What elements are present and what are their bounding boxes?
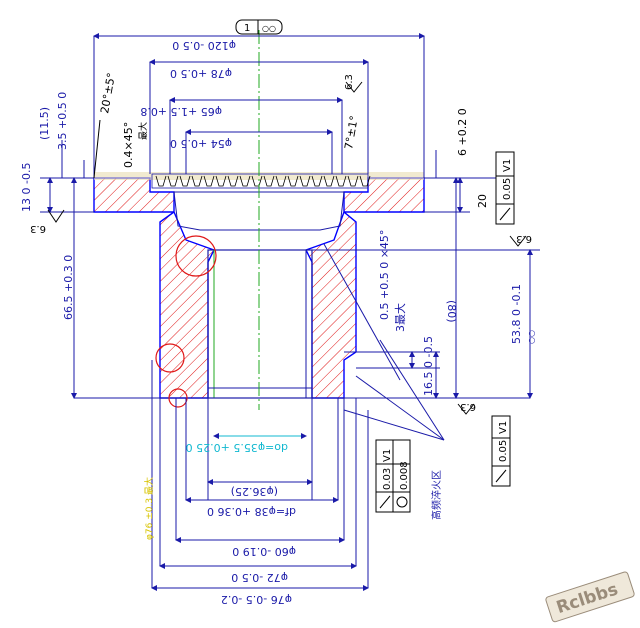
detail-circle-lower (168, 388, 188, 408)
gear-tooth (227, 175, 239, 187)
tol-bottom-value2: 0.008 (399, 461, 410, 490)
tol-top-value: 0.05 (502, 178, 513, 200)
gear-tooth (275, 175, 287, 187)
dim-d120: φ120 -0.5 0 (172, 39, 236, 52)
flange-left-section (93, 177, 215, 399)
top-box-number: 1 (244, 23, 250, 34)
dim-h165: 16.5 0 -0.5 (422, 336, 435, 396)
detail-circle-upper (175, 235, 217, 277)
gear-tooth (239, 175, 251, 187)
top-dimensions (93, 33, 425, 178)
top-box-symbol: ○○ (262, 24, 276, 33)
dim-chamfer04-note: 最大 (137, 122, 149, 140)
dim-angle7: 7°±1° (342, 115, 361, 151)
tol-bottom-value1: 0.03 (382, 468, 393, 490)
rough-bottom-value: 6.3 (460, 401, 476, 412)
tol-bottom-ref1: V1 (382, 449, 393, 462)
watermark: Rclbbs (545, 571, 635, 623)
tolerance-frame-top: 0.05 V1 (495, 151, 515, 225)
gear-teeth (151, 173, 369, 189)
dim-h20: 20 (476, 194, 489, 208)
tol-right-ref: V1 (498, 421, 509, 434)
top-dim-labels: φ120 -0.5 0 φ78 +0.5 0 φ65 +1.5 +0.8 φ54… (140, 19, 283, 150)
dim-d65: φ65 +1.5 +0.8 (140, 105, 222, 118)
rough-top-value: 6.3 (344, 74, 355, 90)
detail-circles (155, 235, 217, 408)
dim-df: df=φ38 +0.36 0 (207, 505, 296, 518)
dim-h13: 13 0 -0.5 (20, 163, 33, 212)
gear-tooth (167, 175, 179, 187)
gear-tooth (191, 175, 203, 187)
detail-circle-middle (155, 343, 185, 373)
teeth-marks (155, 175, 371, 187)
dim-d54: φ54 +0.5 0 (170, 137, 232, 150)
right-dim-labels: 6 +0.2 0 20 (80) 53.8 0 -0.1 ○○ 16.5 0 -… (342, 108, 536, 396)
bottom-dimensions (151, 339, 445, 591)
part-section (74, 30, 530, 410)
dim-h538: 53.8 0 -0.1 (510, 284, 523, 344)
bore-outline (207, 249, 313, 399)
inner-cavity (173, 191, 345, 231)
gear-tooth (263, 175, 275, 187)
gear-tooth (311, 175, 323, 187)
bottom-dim-labels: do=φ35.5 +0.25 0 (φ36.25) df=φ38 +0.36 0… (143, 441, 443, 606)
dim-d60: φ60 -0.19 0 (232, 545, 296, 558)
gear-tooth (359, 175, 371, 187)
roughness-left: 6.3 (30, 209, 65, 234)
gear-tooth (179, 175, 191, 187)
gear-tooth (299, 175, 311, 187)
tolerance-frame-right: 0.05 V1 (491, 415, 511, 487)
dim-d72: φ72 -0.5 0 (231, 571, 288, 584)
dim-do: do=φ35.5 +0.25 0 (186, 441, 288, 454)
gear-tooth (251, 175, 263, 187)
dim-chamfer04: 0.4×45° (122, 122, 135, 168)
dim-h665: 66.5 +0.3 0 (62, 255, 75, 320)
yellow-note: φ76 ±0.3 最大 (143, 477, 155, 540)
dim-d3625: (φ36.25) (231, 485, 278, 498)
gear-tooth (215, 175, 227, 187)
gear-tooth (155, 175, 167, 187)
right-dimensions (312, 150, 540, 399)
dim-chamfer05: 0.5 +0.5 0 ×45° (378, 230, 391, 320)
rough-right-value: 6.3 (516, 233, 532, 244)
dim-h115: (11.5) (38, 107, 51, 140)
tol-top-ref: V1 (502, 159, 513, 172)
dim-h80: (80) (445, 300, 458, 323)
dim-note3: 3最大 (393, 303, 407, 332)
rough-left-value: 6.3 (30, 223, 46, 234)
dim-angle20: 20°±5° (98, 72, 118, 115)
top-box (235, 19, 283, 35)
gear-tooth (203, 175, 215, 187)
dim-h35: 3.5 +0.5 0 (56, 92, 69, 150)
dim-d76: φ76 -0.5 -0.2 (221, 593, 292, 606)
dim-d78: φ78 +0.5 0 (170, 67, 232, 80)
flange-right-section (305, 177, 425, 399)
gear-tooth (347, 175, 359, 187)
roughness-symbols-right: 6.3 6.3 6.3 (344, 74, 532, 415)
gear-tooth (335, 175, 347, 187)
hardening-zone-label: 高频淬火区 (430, 470, 443, 520)
gear-tooth (287, 175, 299, 187)
dim-h6: 6 +0.2 0 (456, 108, 469, 156)
tolerance-frame-bottom: 0.03 V1 0.008 (375, 439, 411, 513)
gear-tooth (323, 175, 335, 187)
tol-right-value: 0.05 (498, 440, 509, 462)
left-dim-labels: (11.5) 3.5 +0.5 0 13 0 -0.5 66.5 +0.3 0 … (20, 72, 149, 320)
dim-h538-sub: ○○ (527, 330, 536, 344)
